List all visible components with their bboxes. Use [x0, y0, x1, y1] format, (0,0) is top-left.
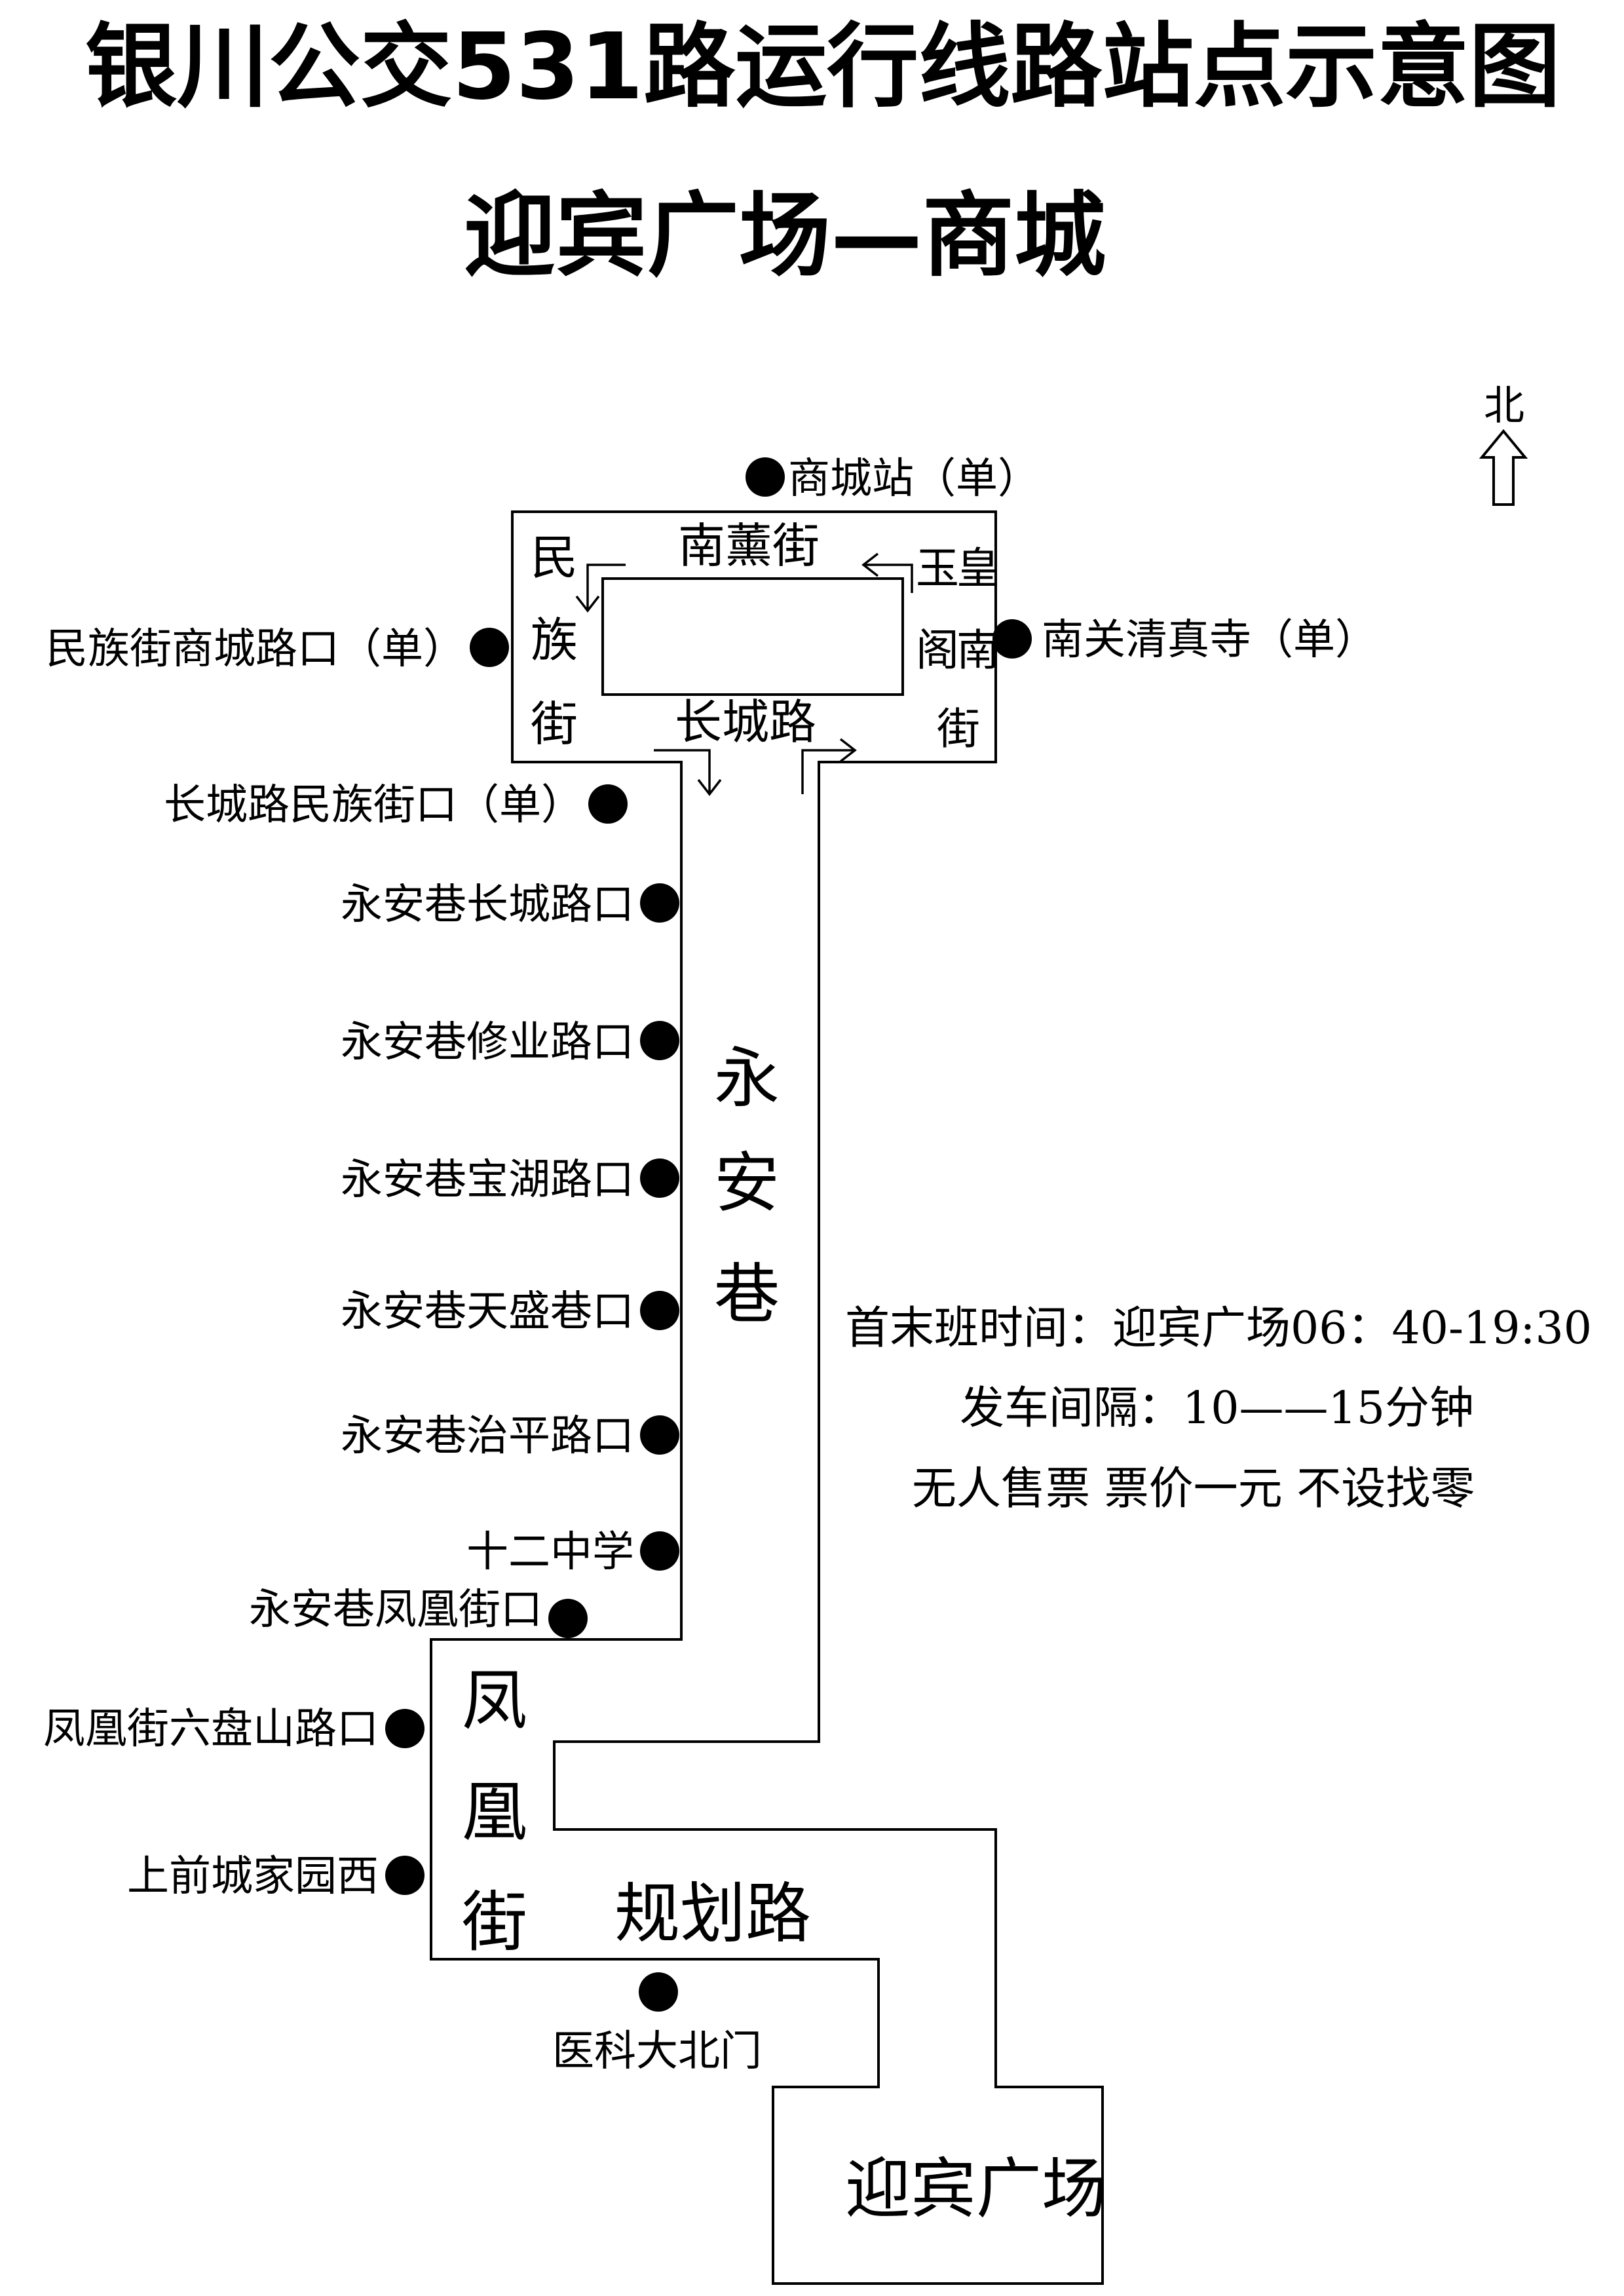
stop-label: 永安巷宝湖路口 [341, 1156, 634, 1204]
stop-marker-icon [640, 1531, 679, 1571]
stop-yongan-changcheng: 永安巷长城路口 [341, 881, 679, 929]
street-minzu-3: 街 [531, 697, 578, 752]
stop-shangqian: 上前城家园西 [127, 1852, 425, 1901]
stop-shier-zhongxue: 十二中学 [466, 1528, 679, 1577]
street-minzu-2: 族 [531, 613, 578, 668]
street-yongan-2: 安 [714, 1145, 780, 1221]
stop-fenghuang-liupanshan: 凤凰街六盘山路口 [43, 1705, 425, 1753]
stop-marker-icon [385, 1856, 425, 1895]
stop-marker-icon [746, 457, 785, 497]
arrow-changcheng-down-icon [654, 749, 722, 796]
stop-label: 民族街商城路口（单） [46, 625, 465, 674]
stop-label: 商城站（单） [788, 455, 1040, 503]
stop-changcheng-minzu: 长城路民族街口（单） [164, 781, 628, 830]
stop-marker-icon [640, 1291, 679, 1330]
street-minzu-1: 民 [531, 530, 578, 585]
terminal-label: 迎宾广场 [845, 2151, 1107, 2227]
stop-label: 永安巷天盛巷口 [341, 1288, 634, 1336]
street-yongan-1: 永 [714, 1040, 780, 1117]
stop-yongan-zhiping: 永安巷治平路口 [341, 1412, 679, 1461]
north-label: 北 [1484, 381, 1524, 429]
stop-label: 长城路民族街口（单） [164, 781, 583, 830]
north-indicator: 北 [1479, 381, 1528, 506]
street-yuhuang-2: 皇 [956, 543, 1000, 594]
road-outline-main [430, 510, 1104, 2285]
stop-yongan-baohu: 永安巷宝湖路口 [341, 1156, 679, 1204]
page-subtitle: 迎宾广场—商城 [464, 183, 1106, 290]
arrow-yongan-right-icon [801, 738, 857, 794]
street-yuhuang-3: 阁 [916, 625, 959, 676]
street-labels: 南薰街 民 族 街 玉 皇 阁 南 街 长城路 永 安 巷 凤 凰 街 规划路 [462, 518, 1000, 1961]
stop-label: 凤凰街六盘山路口 [43, 1705, 379, 1753]
stop-label: 永安巷修业路口 [341, 1018, 634, 1067]
stop-marker-icon [548, 1599, 588, 1638]
street-yongan-3: 巷 [714, 1256, 780, 1333]
stop-marker-icon [385, 1709, 425, 1748]
stop-marker-icon [640, 1415, 679, 1455]
stop-marker-icon [639, 1972, 678, 2012]
stop-label: 医科大北门 [552, 2027, 762, 2076]
stop-yongan-tiansheng: 永安巷天盛巷口 [341, 1288, 679, 1336]
stop-label: 上前城家园西 [127, 1852, 379, 1901]
stop-label: 永安巷治平路口 [341, 1412, 634, 1461]
stop-minzu-shangcheng: 民族街商城路口（单） [46, 625, 509, 674]
street-fenghuang-3: 街 [462, 1884, 527, 1961]
stop-yike: 医科大北门 [552, 1972, 762, 2076]
street-nanxun: 南薰街 [678, 518, 820, 573]
stop-nanguan: 南关清真寺（单） [992, 616, 1377, 664]
stop-label: 十二中学 [466, 1528, 634, 1577]
stops: 商城站（单） 民族街商城路口（单） 南关清真寺（单） 长城路民族街口（单） 永安… [43, 455, 1377, 2076]
inner-block [601, 577, 904, 696]
street-yuhuang-4: 南 [956, 625, 1000, 676]
stop-marker-icon [588, 784, 628, 824]
stop-marker-icon [640, 883, 679, 923]
info-interval: 发车间隔：10——15分钟 [960, 1383, 1474, 1434]
stop-marker-icon [640, 1021, 679, 1060]
street-yuhuang-1: 玉 [916, 543, 959, 594]
info-hours: 首末班时间：迎宾广场06：40-19:30 [845, 1303, 1592, 1354]
street-changcheng: 长城路 [675, 695, 816, 750]
street-guihua: 规划路 [614, 1875, 811, 1952]
street-yuhuang-5: 街 [937, 704, 980, 754]
stop-marker-icon [470, 628, 509, 667]
stop-shangcheng: 商城站（单） [746, 455, 1040, 503]
service-info: 首末班时间：迎宾广场06：40-19:30 发车间隔：10——15分钟 无人售票… [845, 1303, 1592, 1515]
street-fenghuang-1: 凤 [462, 1662, 527, 1739]
stop-label: 南关清真寺（单） [1042, 616, 1377, 664]
street-fenghuang-2: 凰 [462, 1774, 527, 1850]
stop-marker-icon [992, 619, 1032, 659]
stop-label: 永安巷长城路口 [341, 881, 634, 929]
arrow-yuhuang-left-icon [861, 552, 913, 593]
road-network [430, 510, 1104, 2285]
stop-marker-icon [640, 1158, 679, 1198]
stop-label: 永安巷凤凰街口 [249, 1586, 542, 1634]
page-title: 银川公交531路运行线路站点示意图 [85, 14, 1560, 121]
arrow-minzu-down-icon [575, 564, 626, 613]
info-fare: 无人售票 票价一元 不设找零 [912, 1463, 1475, 1515]
north-arrow-icon [1479, 429, 1528, 506]
direction-arrows [575, 552, 913, 796]
stop-yongan-fenghuang: 永安巷凤凰街口 [249, 1586, 588, 1638]
stop-yongan-xiuye: 永安巷修业路口 [341, 1018, 679, 1067]
